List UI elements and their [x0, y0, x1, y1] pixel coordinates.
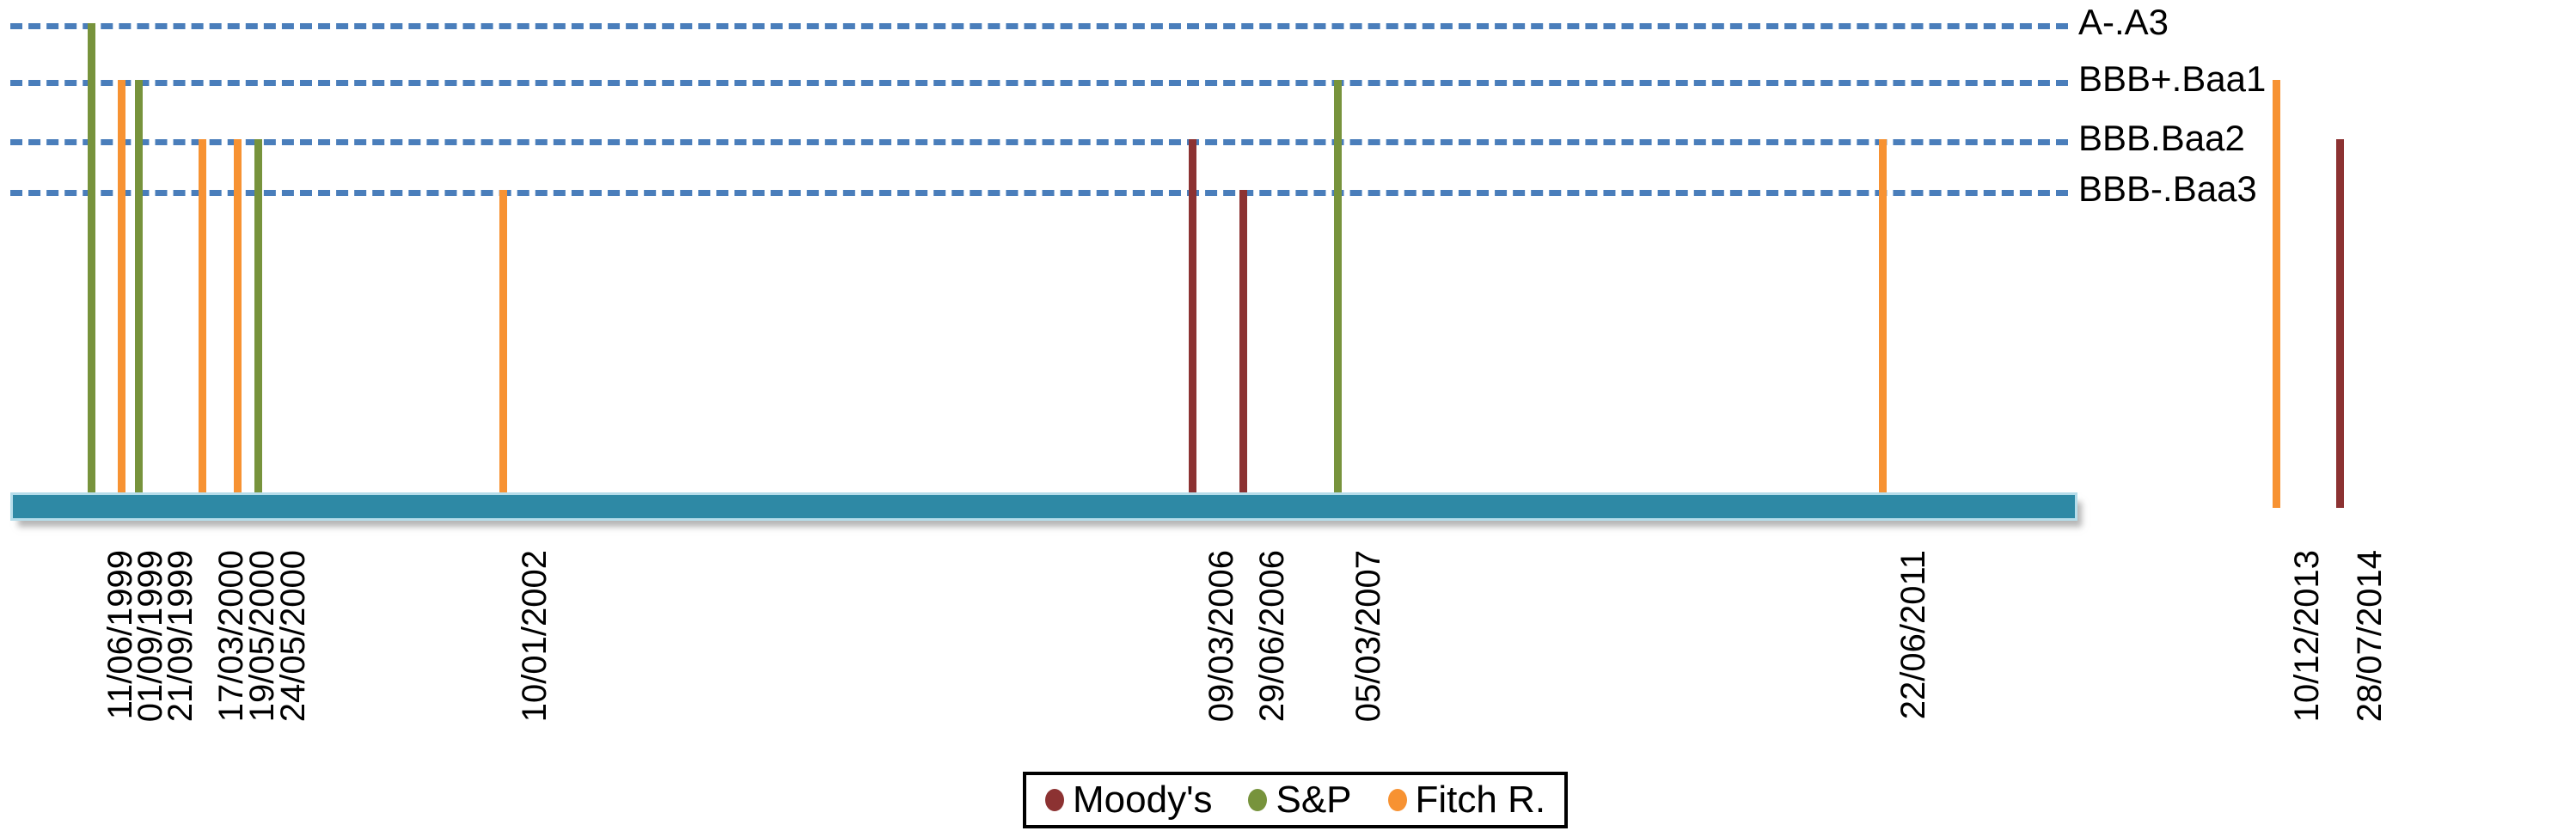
date-label: 21/09/1999 — [162, 550, 199, 723]
date-label: 10/01/2002 — [516, 550, 554, 723]
legend-label: Moody's — [1073, 779, 1213, 821]
gridline-3 — [10, 190, 2068, 196]
legend-dot-icon — [1045, 789, 1064, 811]
legend: Moody's S&P Fitch R. — [1023, 772, 1569, 828]
event-line — [1239, 190, 1247, 508]
date-label: 05/03/2007 — [1349, 550, 1387, 723]
event-line — [1189, 139, 1196, 508]
rating-level-label: BBB.Baa2 — [2078, 118, 2245, 158]
event-line — [2273, 80, 2280, 508]
date-label: 24/05/2000 — [274, 550, 312, 723]
legend-dot-icon — [1387, 789, 1407, 811]
event-line — [1334, 80, 1342, 508]
rating-level-label: BBB+.Baa1 — [2078, 58, 2267, 99]
event-line — [88, 23, 95, 508]
date-label: 29/06/2006 — [1253, 550, 1291, 723]
timeline-axis-bar — [10, 492, 2077, 521]
gridline-1 — [10, 80, 2068, 86]
rating-level-label: A-.A3 — [2078, 2, 2169, 42]
legend-item-moodys[interactable]: Moody's — [1045, 781, 1212, 819]
date-label: 28/07/2014 — [2351, 550, 2389, 723]
event-line — [1879, 139, 1887, 508]
event-line — [199, 139, 206, 508]
legend-item-sp[interactable]: S&P — [1248, 779, 1352, 821]
event-line — [254, 139, 262, 508]
date-label: 10/12/2013 — [2288, 550, 2326, 723]
legend-item-fitch[interactable]: Fitch R. — [1387, 779, 1546, 821]
legend-label: Fitch R. — [1415, 779, 1546, 821]
gridline-2 — [10, 139, 2068, 145]
event-line — [499, 190, 507, 508]
gridline-0 — [10, 23, 2068, 29]
event-line — [2336, 139, 2344, 508]
date-label: 22/06/2011 — [1894, 550, 1932, 720]
rating-level-label: BBB-.Baa3 — [2078, 168, 2257, 209]
event-line — [234, 139, 242, 508]
event-line — [118, 80, 125, 508]
legend-label: S&P — [1276, 779, 1352, 821]
event-line — [135, 80, 143, 508]
legend-dot-icon — [1248, 789, 1268, 811]
date-label: 09/03/2006 — [1202, 550, 1240, 723]
